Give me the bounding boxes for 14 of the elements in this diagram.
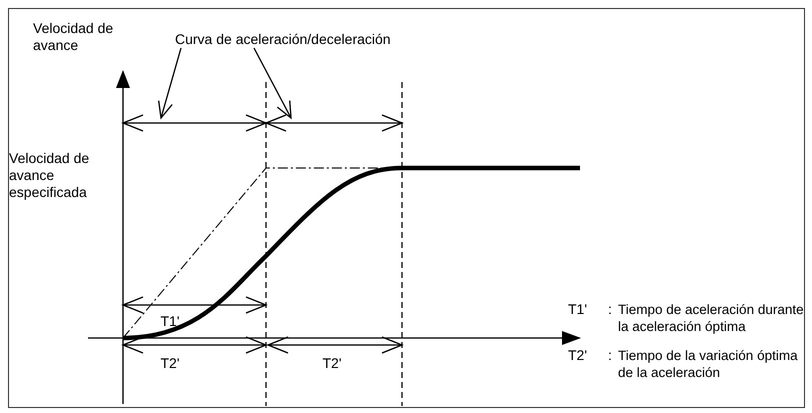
separator: : (608, 347, 613, 364)
callout-text: Curva de aceleración/deceleración (175, 31, 391, 48)
dimension-label: T2' (159, 355, 180, 372)
separator: : (608, 301, 613, 318)
dimension-label: T1' (159, 313, 180, 330)
legend-description: Tiempo de aceleración durante la aceleración óptima (618, 301, 805, 335)
leader-line (158, 48, 182, 119)
legend-term: T2' (568, 347, 588, 364)
legend-description: Tiempo de la variación óptima de la aceleración (618, 347, 799, 381)
axis-label: Velocidad de avance especificada (9, 150, 90, 201)
leader-line (253, 48, 292, 119)
legend-term: T1' (568, 301, 588, 318)
dimension-label: T2' (321, 355, 342, 372)
axis-label: Velocidad de avance (33, 20, 114, 54)
